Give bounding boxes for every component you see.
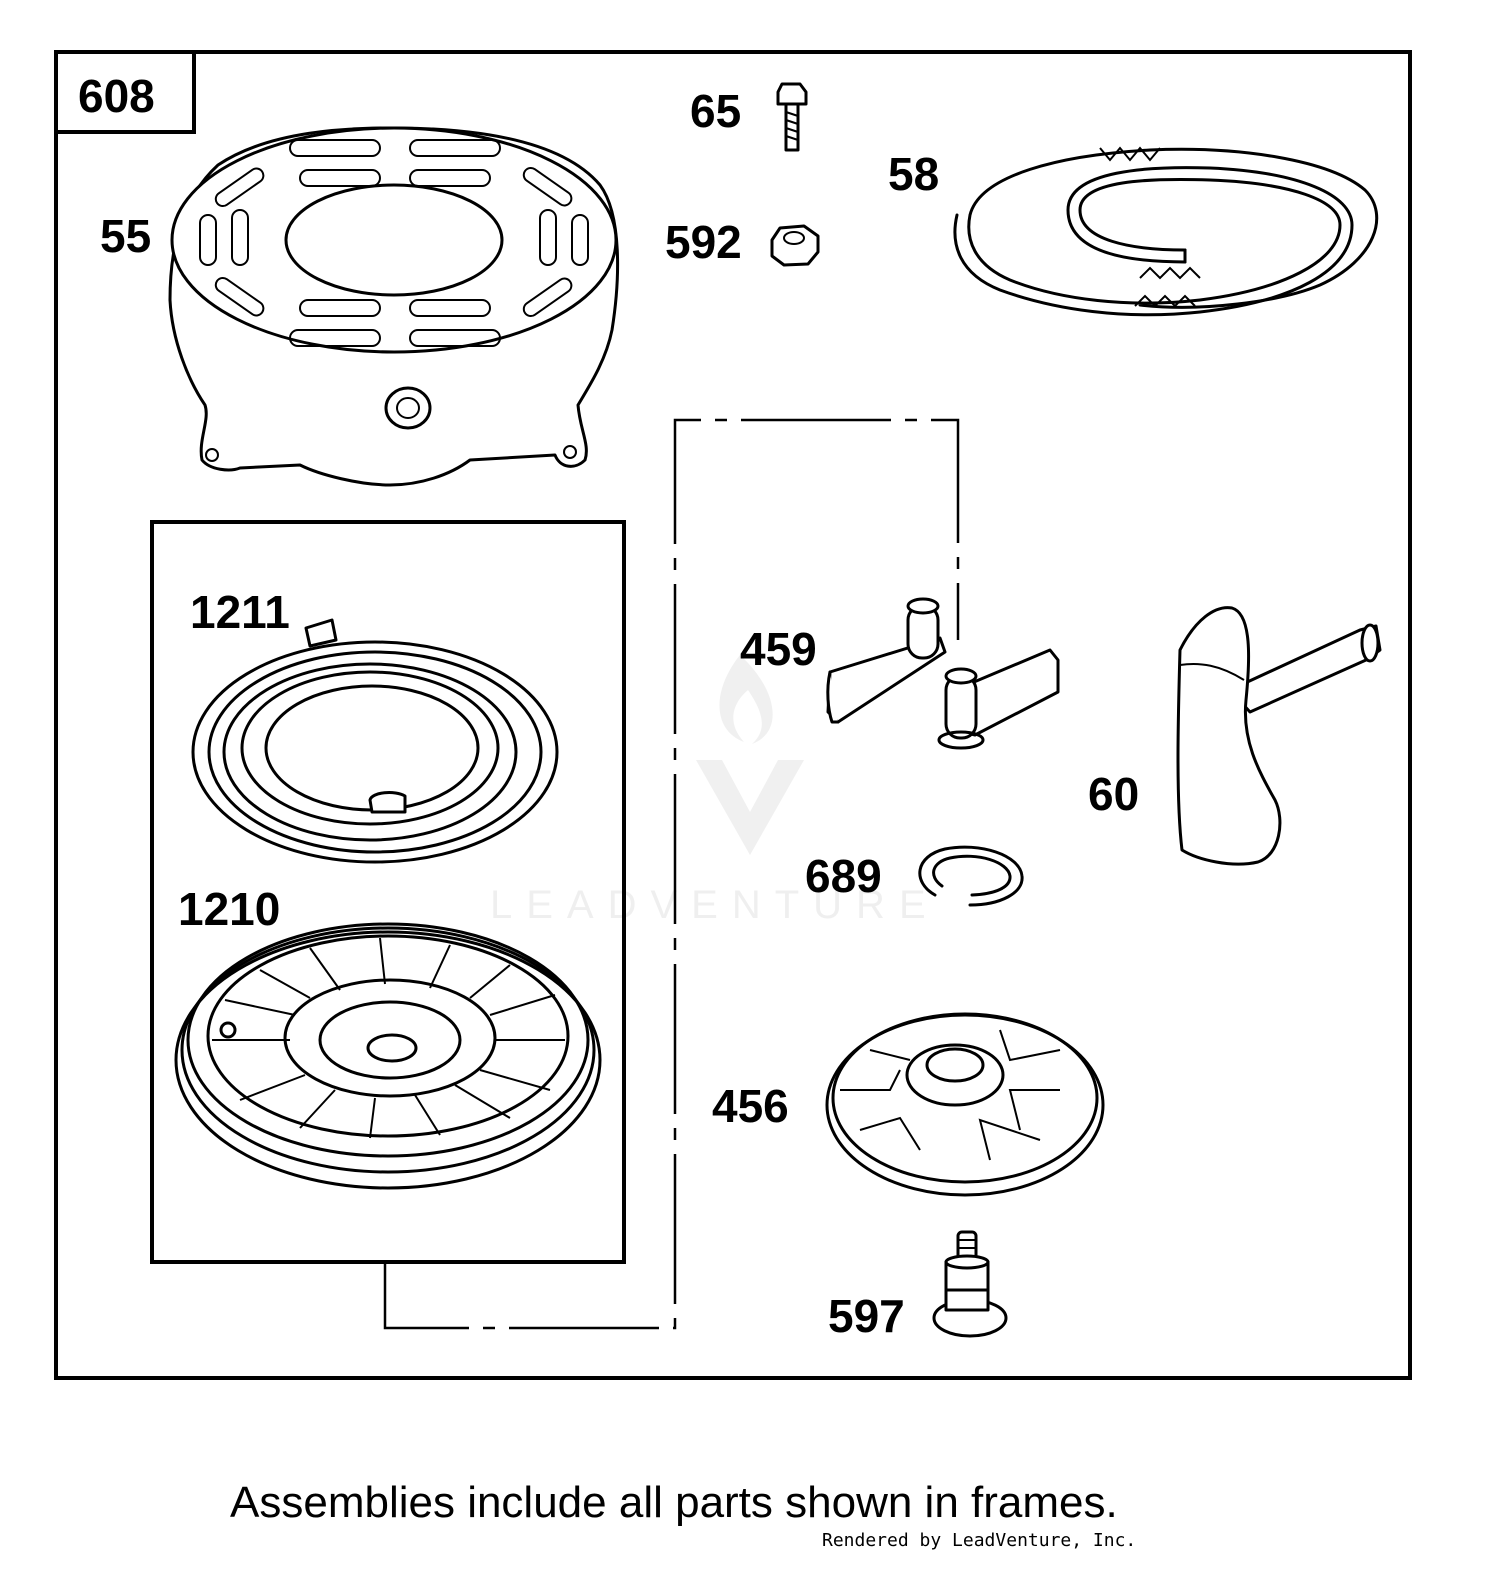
retaining-ring-part — [918, 845, 1024, 907]
starter-handle-part — [1176, 606, 1382, 866]
label-55: 55 — [100, 210, 151, 262]
label-60: 60 — [1088, 768, 1139, 820]
label-689: 689 — [805, 850, 882, 902]
watermark-text: LEADVENTURE — [490, 883, 940, 927]
label-592: 592 — [665, 216, 742, 268]
assembly-number-box: 608 — [54, 50, 196, 134]
label-65: 65 — [690, 85, 741, 137]
pulley-part — [174, 922, 602, 1190]
outer-frame — [54, 50, 1412, 1380]
recoil-spring-part — [191, 618, 559, 864]
label-1211: 1211 — [190, 586, 290, 638]
stud-part — [932, 1230, 1008, 1338]
assembly-number: 608 — [78, 70, 155, 122]
assembly-connector-lines — [383, 418, 960, 1330]
ratchet-part — [825, 1012, 1105, 1197]
label-58: 58 — [888, 148, 939, 200]
render-credit: Rendered by LeadVenture, Inc. — [822, 1530, 1137, 1551]
label-1210: 1210 — [178, 883, 280, 935]
label-459: 459 — [740, 623, 817, 675]
inner-frame — [150, 520, 626, 1264]
label-597: 597 — [828, 1290, 905, 1342]
starter-rope-part — [953, 146, 1379, 317]
starter-housing-part — [168, 126, 620, 487]
screw-part — [776, 82, 808, 152]
watermark-logo: LEADVENTURE — [490, 655, 940, 927]
assembly-footnote: Assemblies include all parts shown in fr… — [230, 1478, 1118, 1527]
pawl-part — [826, 597, 1060, 750]
label-456: 456 — [712, 1080, 789, 1132]
hex-nut-part — [770, 224, 820, 267]
